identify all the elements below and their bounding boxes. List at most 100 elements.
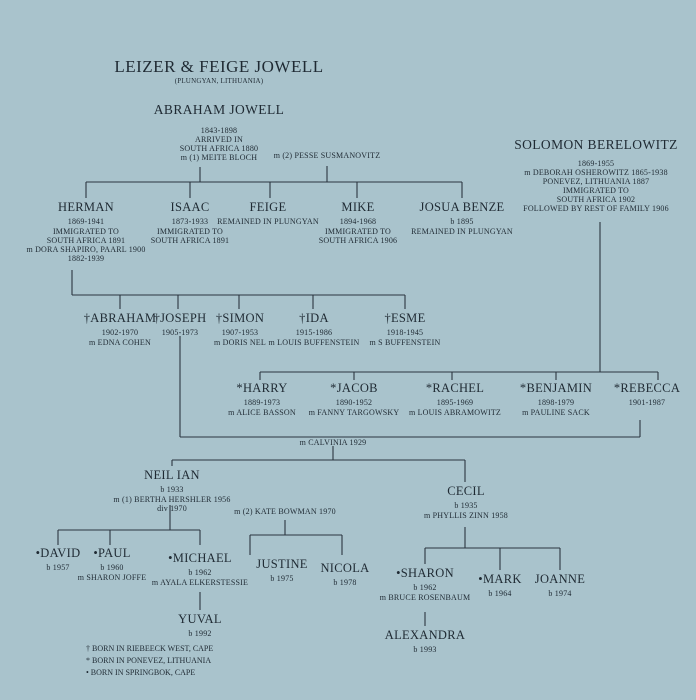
marriage-label: m (2) KATE BOWMAN 1970: [234, 507, 336, 516]
person-info: 1895-1969: [436, 398, 474, 408]
person-feige: FEIGE REMAINED IN PLUNGYAN: [217, 200, 319, 227]
person-herman: HERMAN 1869-1941 IMMIGRATED TO SOUTH AFR…: [26, 200, 145, 263]
person-name: *JACOB: [330, 381, 378, 395]
person-info: IMMIGRATED TO: [156, 226, 224, 236]
marriage-label: m (2) PESSE SUSMANOVITZ: [273, 151, 381, 160]
person-info: b 1993: [413, 645, 437, 655]
legend-item-riebeeck-west: † BORN IN RIEBEECK WEST, CAPE: [86, 644, 214, 653]
person-info: 1869-1941: [67, 217, 105, 227]
person-info: m DORIS NEL: [214, 337, 266, 347]
person-info: 1915-1986: [295, 328, 333, 338]
person-info: 1890-1952: [335, 398, 373, 408]
person-name: JUSTINE: [256, 557, 308, 571]
person-name: *HARRY: [236, 381, 288, 395]
person-name: †SIMON: [215, 311, 265, 325]
person-name: YUVAL: [178, 612, 222, 626]
person-mark: •MARK b 1964: [478, 572, 521, 599]
person-name: †IDA: [299, 311, 329, 325]
person-info: 1907-1953: [221, 328, 259, 338]
person-neil-ian: NEIL IAN b 1933 m (1) BERTHA HERSHLER 19…: [113, 468, 230, 513]
person-info: m EDNA COHEN: [89, 337, 151, 347]
person-name: †ESME: [384, 311, 426, 325]
person-info: b 1974: [548, 589, 572, 599]
person-name: MIKE: [341, 200, 375, 214]
person-solomon-berelowitz: SOLOMON BERELOWITZ 1869-1955 m DEBORAH O…: [514, 137, 678, 214]
person-sharon: •SHARON b 1962 m BRUCE ROSENBAUM: [380, 566, 471, 602]
person-info: 1902-1970: [101, 328, 139, 338]
person-info: 1882-1939: [67, 254, 105, 264]
person-name: JOANNE: [534, 572, 586, 586]
person-info: 1901-1987: [628, 398, 666, 408]
person-info: b 1957: [46, 563, 70, 573]
person-name: HERMAN: [58, 200, 114, 214]
person-name: JOSUA BENZE: [419, 200, 505, 214]
person-info: b 1962: [188, 568, 212, 578]
person-name: •DAVID: [35, 546, 81, 560]
person-info: IMMIGRATED TO: [52, 226, 120, 236]
person-info: div 1970: [157, 503, 187, 513]
marriage-label: m CALVINIA 1929: [299, 438, 367, 447]
person-info: m BRUCE ROSENBAUM: [379, 592, 471, 602]
legend-item-springbok: • BORN IN SPRINGBOK, CAPE: [86, 668, 196, 677]
person-info: b 1978: [333, 578, 357, 588]
person-esme: †ESME 1918-1945 m S BUFFENSTEIN: [369, 311, 440, 347]
person-cecil: CECIL b 1935 m PHYLLIS ZINN 1958: [424, 484, 508, 520]
person-info: m PHYLLIS ZINN 1958: [423, 510, 509, 520]
person-info: REMAINED IN PLUNGYAN: [411, 226, 513, 236]
person-info: 1889-1973: [243, 398, 281, 408]
person-info: IMMIGRATED TO: [562, 186, 630, 196]
person-jacob: *JACOB 1890-1952 m FANNY TARGOWSKY: [309, 381, 400, 417]
person-ida: †IDA 1915-1986 m LOUIS BUFFENSTEIN: [269, 311, 360, 347]
person-info: 1894-1968: [339, 217, 377, 227]
person-info: m ALICE BASSON: [228, 407, 296, 417]
person-info: b 1895: [450, 217, 474, 227]
person-info: m PAULINE SACK: [522, 407, 590, 417]
person-leizer-feige-jowell: LEIZER & FEIGE JOWELL (PLUNGYAN, LITHUAN…: [114, 57, 323, 85]
person-info: ARRIVED IN: [195, 134, 243, 144]
person-yuval: YUVAL b 1992: [178, 612, 222, 639]
person-paul: •PAUL b 1960 m SHARON JOFFE: [78, 546, 147, 582]
person-name: CECIL: [447, 484, 485, 498]
person-michael: •MICHAEL b 1962 m AYALA ELKERSTESSIE: [152, 551, 248, 587]
person-name: NICOLA: [320, 561, 370, 575]
person-info: FOLLOWED BY REST OF FAMILY 1906: [523, 204, 669, 214]
person-info: (PLUNGYAN, LITHUANIA): [174, 76, 264, 85]
person-info: IMMIGRATED TO: [324, 226, 392, 236]
person-info: m (1) BERTHA HERSHLER 1956: [113, 494, 231, 504]
person-info: REMAINED IN PLUNGYAN: [217, 217, 319, 227]
person-alexandra: ALEXANDRA b 1993: [385, 628, 465, 655]
person-simon: †SIMON 1907-1953 m DORIS NEL: [214, 311, 266, 347]
person-name: ABRAHAM JOWELL: [153, 102, 285, 117]
person-info: m AYALA ELKERSTESSIE: [151, 577, 249, 587]
person-name: FEIGE: [249, 200, 287, 214]
person-info: 1873-1933: [171, 217, 209, 227]
person-info: m S BUFFENSTEIN: [369, 337, 441, 347]
person-name: †ABRAHAM: [83, 311, 157, 325]
person-name: ISAAC: [170, 200, 210, 214]
person-isaac: ISAAC 1873-1933 IMMIGRATED TO SOUTH AFRI…: [151, 200, 230, 245]
person-info: SOUTH AFRICA 1891: [150, 235, 230, 245]
person-info: b 1975: [270, 574, 294, 584]
person-info: b 1960: [100, 563, 124, 573]
person-info: PONEVEZ, LITHUANIA 1887: [542, 176, 650, 186]
person-name: *BENJAMIN: [519, 381, 593, 395]
person-rachel: *RACHEL 1895-1969 m LOUIS ABRAMOWITZ: [409, 381, 501, 417]
person-benjamin: *BENJAMIN 1898-1979 m PAULINE SACK: [520, 381, 592, 417]
person-info: m SHARON JOFFE: [77, 572, 147, 582]
person-info: 1869-1955: [577, 158, 615, 168]
person-name: •MARK: [478, 572, 522, 586]
person-info: SOUTH AFRICA 1891: [46, 235, 126, 245]
person-name: LEIZER & FEIGE JOWELL: [114, 57, 324, 76]
person-mike: MIKE 1894-1968 IMMIGRATED TO SOUTH AFRIC…: [319, 200, 398, 245]
person-abraham: †ABRAHAM 1902-1970 m EDNA COHEN: [84, 311, 157, 347]
person-rebecca: *REBECCA 1901-1987: [614, 381, 680, 408]
person-abraham-jowell: ABRAHAM JOWELL 1843-1898 ARRIVED IN SOUT…: [154, 102, 284, 162]
person-info: b 1935: [454, 501, 478, 511]
person-name: SOLOMON BERELOWITZ: [514, 137, 678, 152]
person-info: m FANNY TARGOWSKY: [308, 407, 400, 417]
person-info: m LOUIS BUFFENSTEIN: [268, 337, 360, 347]
person-info: m (1) MEITE BLOCH: [180, 153, 258, 163]
person-justine: JUSTINE b 1975: [256, 557, 307, 584]
person-nicola: NICOLA b 1978: [320, 561, 369, 588]
